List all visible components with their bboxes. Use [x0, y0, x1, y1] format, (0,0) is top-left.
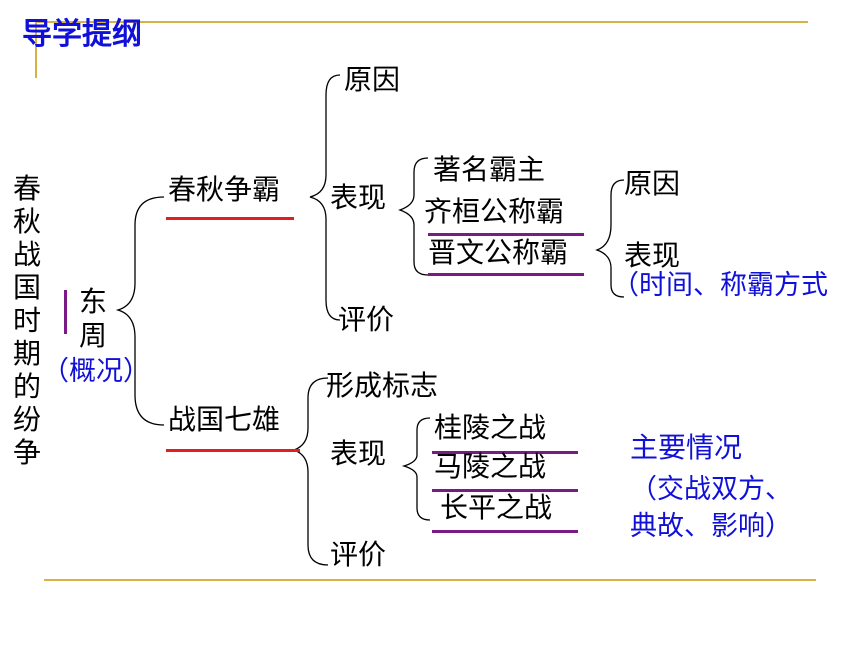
spring-autumn-underline [166, 217, 294, 220]
hegemon-jin-underline [428, 273, 584, 276]
brace-qi-detail [595, 179, 625, 298]
east-zhou-note: （概况） [42, 356, 150, 387]
battle-guiling: 桂陵之战 [434, 411, 547, 444]
brace-hegemons [398, 157, 429, 276]
brace-warring-states [292, 377, 329, 566]
brace-spring-autumn [309, 74, 341, 321]
battle-changping-underline [432, 530, 578, 533]
warring-states-underline [166, 449, 300, 452]
spring-autumn-evaluation: 评价 [338, 303, 395, 336]
page-title: 导学提纲 [22, 17, 142, 52]
battle-changping: 长平之战 [440, 491, 553, 524]
battle-maling-underline [432, 489, 578, 492]
hegemon-qi: 齐桓公称霸 [424, 195, 565, 228]
summary-line-1: （交战双方、 [630, 474, 792, 505]
hegemon-jin: 晋文公称霸 [428, 236, 569, 269]
qi-detail-cause: 原因 [624, 167, 681, 200]
spring-autumn-performance: 表现 [330, 181, 387, 214]
spring-autumn-title: 春秋争霸 [168, 173, 281, 206]
summary-line-2: 典故、影响） [630, 511, 792, 542]
warring-states-evaluation: 评价 [330, 538, 387, 571]
root-topic: 春秋战国时期的纷争 [12, 172, 41, 469]
warring-states-performance: 表现 [330, 437, 387, 470]
brace-battles [401, 417, 431, 521]
east-zhou-label-1: 东 [79, 285, 108, 318]
battle-guiling-underline [432, 451, 578, 454]
brace-east-zhou [115, 196, 165, 426]
east-zhou-label-2: 周 [79, 319, 108, 352]
qi-detail-performance: 表现 [624, 239, 681, 272]
warring-states-title: 战国七雄 [168, 403, 281, 436]
east-zhou-marker [64, 290, 67, 334]
battle-maling: 马陵之战 [434, 450, 547, 483]
warring-states-formation: 形成标志 [326, 369, 439, 402]
summary-title: 主要情况 [630, 431, 743, 464]
spring-autumn-cause: 原因 [344, 63, 401, 96]
qi-detail-note: （时间、称霸方式 [612, 270, 828, 301]
hegemons-heading: 著名霸主 [433, 153, 546, 186]
hegemon-qi-underline [428, 233, 584, 236]
